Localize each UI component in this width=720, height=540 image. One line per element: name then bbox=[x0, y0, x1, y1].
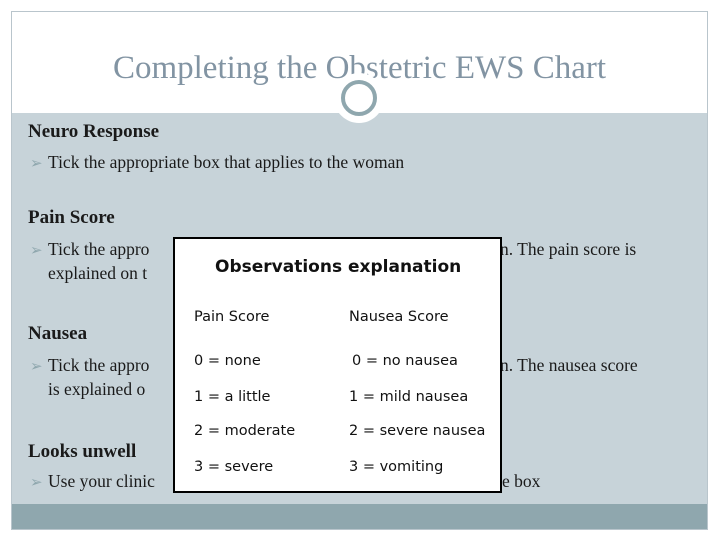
heading-neuro-response: Neuro Response bbox=[28, 121, 160, 142]
pain-score-header: Pain Score bbox=[194, 309, 270, 325]
pain-row-0: 0 = none bbox=[194, 353, 261, 369]
nausea-text-right: n. The nausea score bbox=[500, 355, 638, 375]
pain-row-2: 2 = moderate bbox=[194, 423, 296, 439]
slide-frame bbox=[11, 11, 708, 530]
nausea-row-3: 3 = vomiting bbox=[349, 459, 444, 475]
unwell-text: Use your clinic bbox=[48, 471, 155, 491]
heading-looks-unwell: Looks unwell bbox=[28, 441, 137, 462]
footer-bar bbox=[12, 504, 707, 529]
bullet-icon: ➢ bbox=[30, 154, 43, 172]
pain-text-line2: explained on t bbox=[48, 263, 148, 283]
nausea-row-1: 1 = mild nausea bbox=[349, 389, 469, 405]
bullet-icon: ➢ bbox=[30, 473, 43, 491]
neuro-text: Tick the appropriate box that applies to… bbox=[48, 152, 405, 172]
bullet-icon: ➢ bbox=[30, 357, 43, 375]
nausea-row-2: 2 = severe nausea bbox=[349, 423, 486, 439]
nausea-row-0: 0 = no nausea bbox=[352, 353, 458, 369]
popup-title: Observations explanation bbox=[215, 257, 462, 277]
pain-row-1: 1 = a little bbox=[194, 389, 271, 405]
unwell-text-right: e box bbox=[502, 471, 541, 491]
heading-pain-score: Pain Score bbox=[28, 207, 115, 228]
nausea-score-header: Nausea Score bbox=[349, 309, 449, 325]
pain-text-right: n. The pain score is bbox=[500, 239, 637, 259]
observations-popup: Observations explanation Pain Score Naus… bbox=[173, 237, 502, 493]
nausea-text-line2: is explained o bbox=[48, 379, 146, 399]
circle-ring-icon bbox=[341, 80, 377, 116]
pain-row-3: 3 = severe bbox=[194, 459, 274, 475]
bullet-icon: ➢ bbox=[30, 241, 43, 259]
heading-nausea: Nausea bbox=[28, 323, 88, 344]
nausea-text-line1: Tick the appro bbox=[48, 355, 150, 375]
pain-text-line1: Tick the appro bbox=[48, 239, 150, 259]
